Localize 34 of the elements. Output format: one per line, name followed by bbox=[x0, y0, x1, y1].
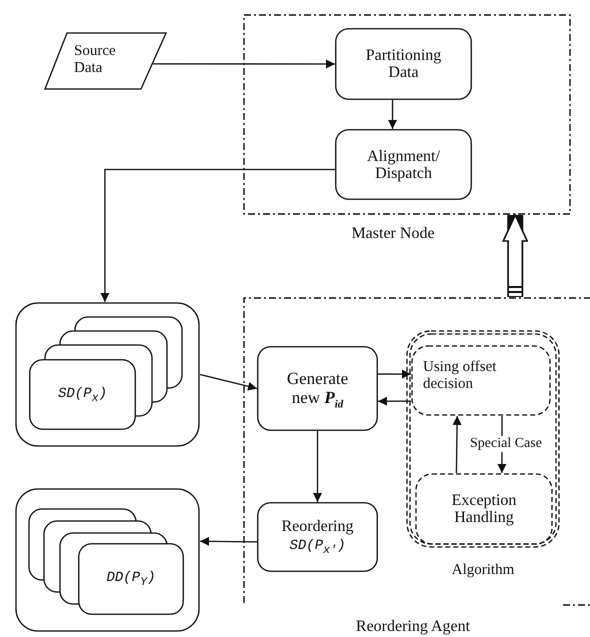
node-text: Generate new P$_{id}$ bbox=[286, 369, 350, 412]
card-box bbox=[78, 543, 184, 615]
card-stack-box bbox=[15, 302, 200, 447]
dashed-box bbox=[415, 473, 553, 545]
arrow bbox=[200, 536, 257, 546]
edge-label: Special Case bbox=[469, 436, 543, 452]
node-text: Source Data bbox=[74, 43, 117, 77]
arrow bbox=[200, 374, 258, 391]
node-text: Using offset decision bbox=[423, 359, 498, 393]
process-box bbox=[335, 28, 472, 100]
node-text: SD(P$_{x}$) bbox=[56, 386, 108, 406]
process-box bbox=[257, 346, 378, 431]
process-box bbox=[335, 129, 472, 200]
card-box bbox=[29, 359, 136, 430]
arrow bbox=[452, 416, 462, 473]
node-text: Exception Handling bbox=[450, 492, 518, 526]
node-text: Partitioning Data bbox=[364, 47, 442, 81]
region-title: Reordering Agent bbox=[354, 618, 472, 635]
arrow bbox=[388, 100, 398, 129]
node-caption: Algorithm bbox=[450, 562, 516, 579]
node-text: Alignment/ Dispatch bbox=[366, 148, 441, 182]
arrow bbox=[378, 396, 411, 406]
process-box bbox=[257, 502, 378, 572]
arrow bbox=[313, 431, 322, 502]
dashed-box bbox=[411, 345, 551, 416]
block-arrow bbox=[502, 214, 528, 297]
arrow bbox=[378, 370, 411, 379]
node-text: SD(P$_{x'}$) bbox=[288, 538, 346, 559]
region-title: Master Node bbox=[350, 225, 436, 242]
card-stack-box bbox=[15, 488, 200, 632]
arrow bbox=[153, 60, 335, 68]
node-text: Reordering bbox=[280, 518, 354, 535]
arrow bbox=[100, 168, 335, 302]
node-text: DD(P$_{Y}$) bbox=[105, 570, 156, 591]
